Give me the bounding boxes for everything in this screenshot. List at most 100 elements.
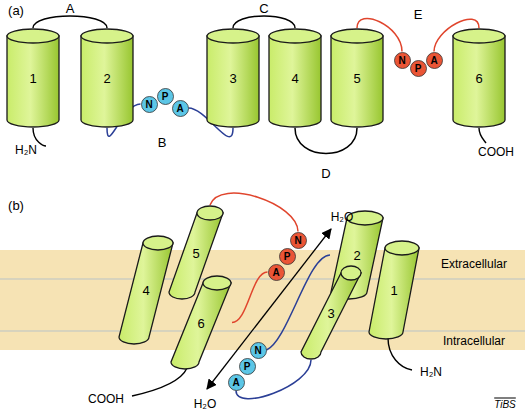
annotation-label: COOH (88, 392, 124, 406)
helix-cylinder: 6 (170, 275, 232, 370)
loop-connector (295, 128, 357, 154)
helix-cylinder: 5 (330, 28, 384, 128)
cylinder-body (453, 36, 505, 127)
cylinder-top (81, 29, 133, 43)
cylinder-top (341, 266, 361, 280)
residue-letter: A (176, 103, 183, 114)
terminus-line (388, 338, 412, 370)
annotation-label: Intracellular (443, 334, 505, 348)
helix-cylinder: 2 (80, 28, 134, 128)
circle-fill (410, 60, 426, 76)
loop-connector (33, 16, 107, 28)
membrane-line (0, 331, 525, 332)
cylinder-top (203, 276, 231, 290)
cylinder-body (207, 36, 259, 127)
loop-label: D (321, 166, 330, 181)
loop-connector (232, 272, 268, 323)
npa-circle: N (290, 232, 307, 249)
membrane-band (0, 250, 525, 350)
helix-cylinder: 4 (268, 28, 322, 128)
helix-number: 2 (103, 71, 110, 86)
cylinder-top (197, 206, 223, 220)
terminus-line (132, 368, 187, 396)
residue-letter: P (284, 251, 291, 262)
helix-number: 6 (475, 71, 482, 86)
membrane-line (0, 279, 525, 280)
annotation-label: TiBS (494, 399, 516, 410)
circle-fill (157, 88, 173, 104)
helix-number: 2 (353, 248, 360, 263)
cylinder-top (7, 29, 59, 43)
helix-number: 1 (29, 71, 36, 86)
helix-cylinder: 1 (368, 240, 420, 340)
residue-letter: N (398, 55, 405, 66)
npa-circle: P (239, 358, 256, 375)
circle-fill (279, 248, 295, 264)
annotation-label: (a) (8, 3, 24, 18)
annotation-label: H₂N (15, 143, 37, 157)
residue-letter: N (145, 99, 152, 110)
residue-letter: N (294, 235, 301, 246)
cylinder-top (269, 29, 321, 43)
circle-fill (290, 232, 306, 248)
helix-cylinder: 3 (300, 265, 362, 360)
cylinder-body (301, 273, 361, 359)
helix-number: 1 (390, 283, 397, 298)
circle-fill (228, 374, 244, 390)
residue-letter: A (232, 377, 239, 388)
cylinder-body (171, 283, 231, 369)
cylinder-body (81, 36, 133, 127)
npa-circle: N (141, 96, 158, 113)
helix-number: 5 (353, 71, 360, 86)
cylinder-top (331, 29, 383, 43)
helix-cylinder: 1 (6, 28, 60, 128)
cylinder-top (453, 29, 505, 43)
helix-number: 4 (291, 71, 298, 86)
loop-label: A (66, 1, 75, 16)
npa-circle: P (410, 60, 427, 77)
helix-number: 3 (229, 71, 236, 86)
circle-fill (268, 264, 284, 280)
npa-circle: N (394, 52, 411, 69)
circle-fill (250, 342, 266, 358)
cylinder-body (7, 36, 59, 127)
annotation-label: COOH (478, 145, 514, 159)
water-arrow (207, 229, 331, 389)
circle-fill (394, 52, 410, 68)
npa-circle: A (228, 374, 245, 391)
npa-circle: A (172, 100, 189, 117)
helix-number: 6 (197, 315, 204, 330)
cylinder-body (369, 248, 419, 339)
annotation-label: (b) (8, 198, 24, 213)
npa-circle: A (426, 52, 443, 69)
helix-cylinder: 3 (206, 28, 260, 128)
npa-circle: P (279, 248, 296, 265)
residue-letter: A (430, 55, 437, 66)
annotation-label: Extracellular (441, 257, 507, 271)
residue-letter: P (244, 361, 251, 372)
circle-fill (141, 96, 157, 112)
loop-connector (236, 360, 311, 399)
residue-letter: A (272, 267, 279, 278)
cylinder-top (207, 29, 259, 43)
annotation-label: H₂O (194, 397, 217, 411)
cylinder-body (331, 36, 383, 127)
helix-number: 3 (327, 305, 334, 320)
loop-label: C (259, 1, 268, 16)
terminus-line (479, 128, 486, 143)
loop-connector (233, 16, 295, 28)
cylinder-top (385, 241, 419, 255)
helix-cylinder: 4 (118, 235, 174, 345)
helix-number: 4 (142, 283, 149, 298)
annotation-label: H₂O (331, 210, 354, 224)
npa-circle: N (250, 342, 267, 359)
circle-fill (172, 100, 188, 116)
residue-letter: P (162, 91, 169, 102)
annotation-label: H₂N (420, 365, 442, 379)
cylinder-body (269, 36, 321, 127)
annotation-label: B (158, 135, 167, 150)
circle-fill (239, 358, 255, 374)
residue-letter: P (415, 63, 422, 74)
helix-cylinder: 6 (452, 28, 506, 128)
